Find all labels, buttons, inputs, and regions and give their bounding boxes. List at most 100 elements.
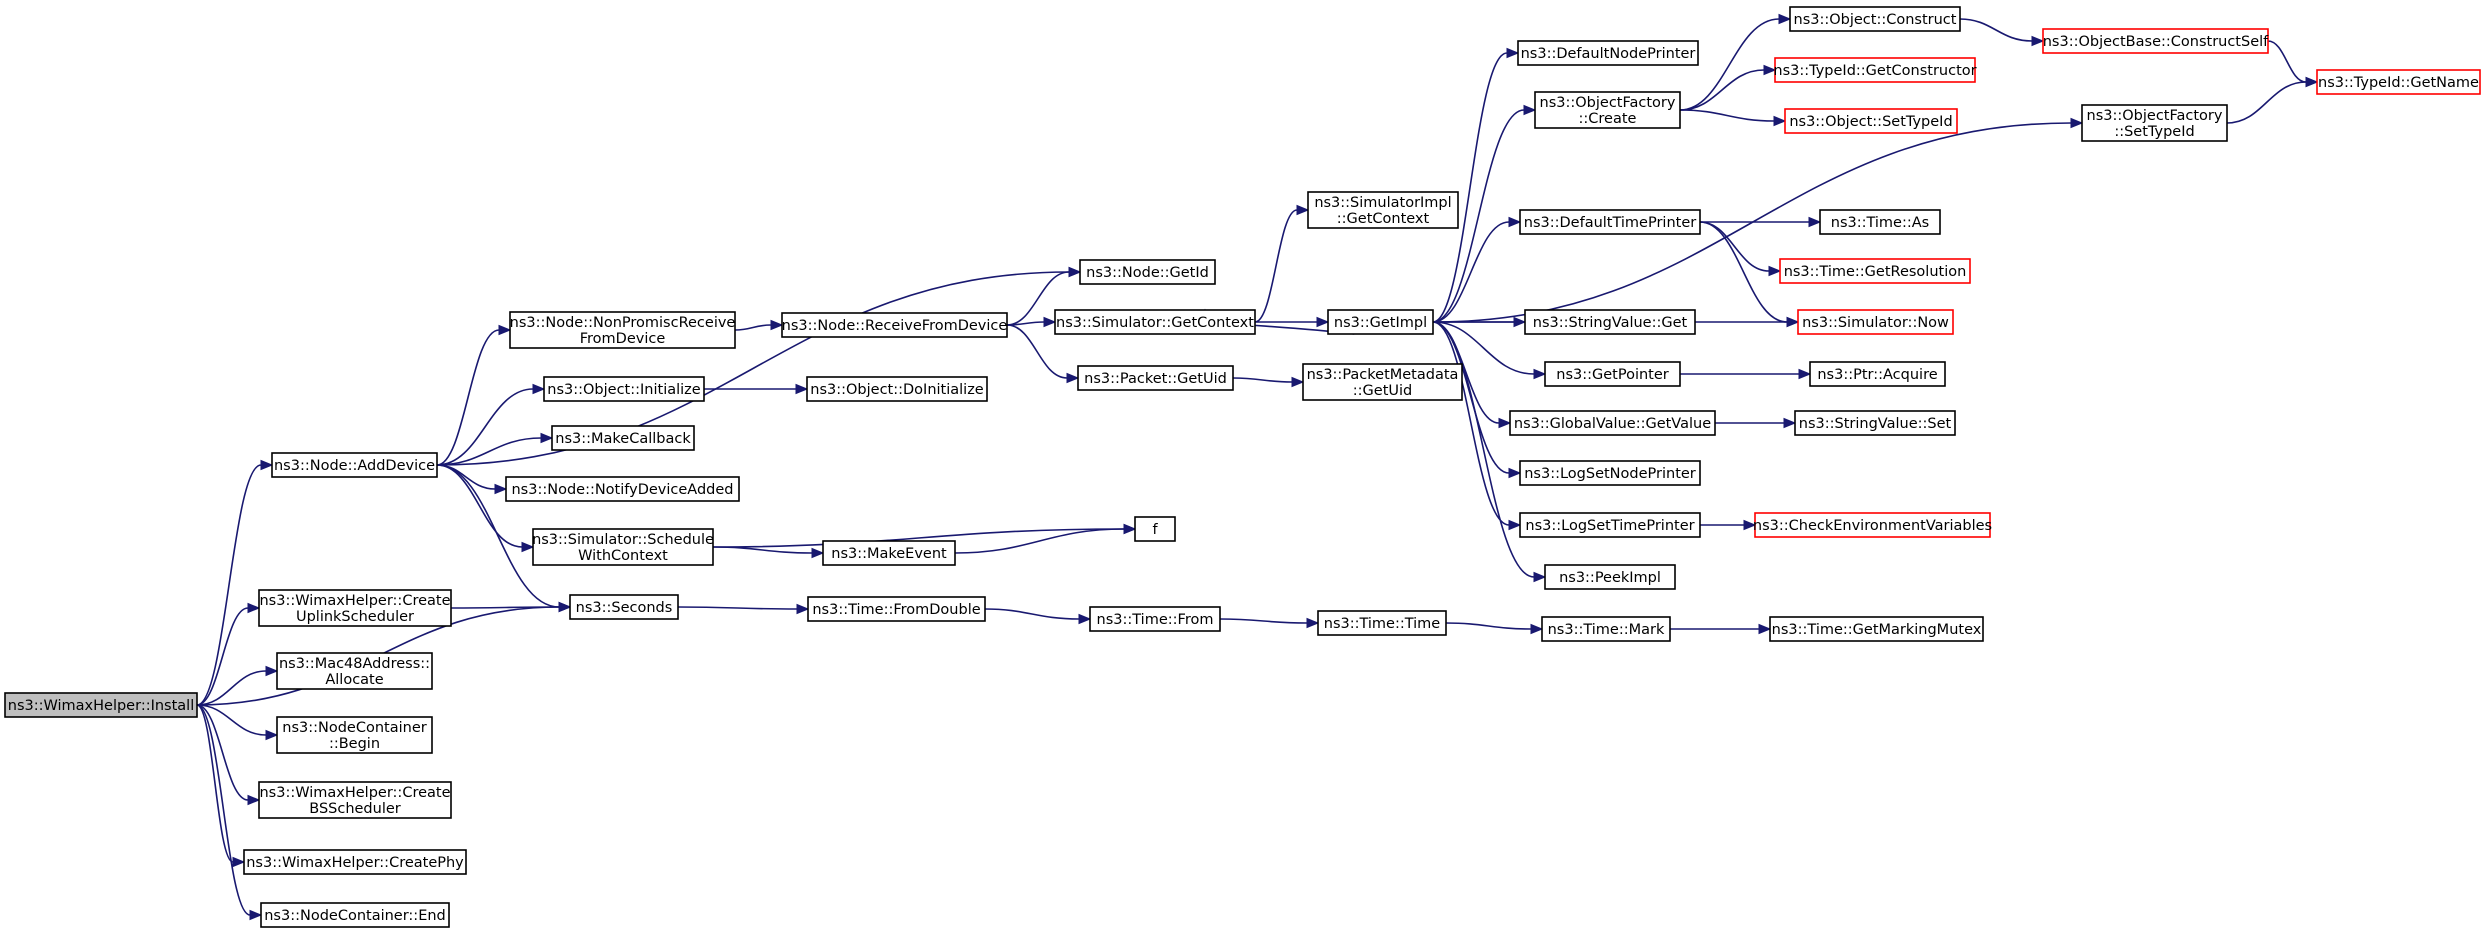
node-timegetres[interactable]: ns3::Time::GetResolution xyxy=(1779,258,1971,284)
edge-objfactcreate-to-objconstruct xyxy=(1679,18,1780,111)
node-mac48[interactable]: ns3::Mac48Address::Allocate xyxy=(276,652,433,690)
node-label: ns3::Object::Construct xyxy=(1794,12,1957,28)
node-simgetctx[interactable]: ns3::Simulator::GetContext xyxy=(1054,309,1256,335)
node-label: ns3::GetImpl xyxy=(1334,315,1427,331)
node-getid[interactable]: ns3::Node::GetId xyxy=(1079,259,1216,285)
edges-layer xyxy=(196,13,2319,921)
node-recvfromdev[interactable]: ns3::Node::ReceiveFromDevice xyxy=(781,312,1008,338)
node-objfactsettypeid[interactable]: ns3::ObjectFactory::SetTypeId xyxy=(2081,104,2228,142)
node-pktgetuid[interactable]: ns3::Packet::GetUid xyxy=(1077,365,1234,391)
edge-arrowhead xyxy=(1316,316,1330,328)
node-peekimpl[interactable]: ns3::PeekImpl xyxy=(1544,564,1676,590)
node-objsettypeid[interactable]: ns3::Object::SetTypeId xyxy=(1784,108,1958,134)
node-install[interactable]: ns3::WimaxHelper::Install xyxy=(4,692,198,718)
edge-arrowhead xyxy=(1808,216,1822,228)
node-ncbegin[interactable]: ns3::NodeContainer::Begin xyxy=(276,716,433,754)
node-makeevent[interactable]: ns3::MakeEvent xyxy=(822,540,956,566)
node-ptracquire[interactable]: ns3::Ptr::Acquire xyxy=(1809,361,1946,387)
node-box xyxy=(243,849,467,875)
node-objfactcreate[interactable]: ns3::ObjectFactory::Create xyxy=(1534,91,1681,129)
node-label: ns3::DefaultNodePrinter xyxy=(1521,46,1696,62)
node-label: ns3::Packet::GetUid xyxy=(1084,371,1227,387)
edge-arrowhead xyxy=(498,324,512,336)
node-globalgetvalue[interactable]: ns3::GlobalValue::GetValue xyxy=(1509,410,1716,436)
node-objbaseconstructself[interactable]: ns3::ObjectBase::ConstructSelf xyxy=(2042,28,2269,54)
node-f[interactable]: f xyxy=(1134,516,1176,542)
node-box xyxy=(1819,209,1941,235)
edge-adddevice-to-schedctx xyxy=(436,464,523,548)
edge-arrowhead xyxy=(532,383,546,395)
node-doinit[interactable]: ns3::Object::DoInitialize xyxy=(806,376,988,402)
edge-schedctx-to-f xyxy=(712,528,1125,548)
node-label: ns3::Simulator::Now xyxy=(1802,315,1949,331)
edge-adddevice-to-nonpromisc xyxy=(436,329,500,466)
node-fromdouble[interactable]: ns3::Time::FromDouble xyxy=(807,596,986,622)
node-timemark[interactable]: ns3::Time::Mark xyxy=(1541,616,1671,642)
node-getimpl[interactable]: ns3::GetImpl xyxy=(1327,309,1434,335)
edge-install-to-createbs xyxy=(196,704,249,801)
node-label: ns3::Object::Initialize xyxy=(547,382,700,398)
node-label: WithContext xyxy=(578,548,668,564)
node-simimplgetctx[interactable]: ns3::SimulatorImpl::GetContext xyxy=(1307,191,1459,229)
node-box xyxy=(258,589,452,627)
node-logsettime[interactable]: ns3::LogSetTimePrinter xyxy=(1519,512,1701,538)
node-strvalset[interactable]: ns3::StringValue::Set xyxy=(1794,410,1956,436)
node-timetime[interactable]: ns3::Time::Time xyxy=(1317,610,1447,636)
node-ncend[interactable]: ns3::NodeContainer::End xyxy=(260,902,450,928)
node-label: ns3::GetPointer xyxy=(1556,367,1669,383)
node-timefrom[interactable]: ns3::Time::From xyxy=(1089,606,1221,632)
node-box xyxy=(781,312,1008,338)
node-seconds[interactable]: ns3::Seconds xyxy=(569,594,679,620)
edge-arrowhead xyxy=(232,856,246,868)
node-box xyxy=(1327,309,1434,335)
node-objinit[interactable]: ns3::Object::Initialize xyxy=(543,376,705,402)
node-adddevice[interactable]: ns3::Node::AddDevice xyxy=(271,452,438,478)
node-box xyxy=(505,476,740,502)
edge-recvfromdev-to-getid xyxy=(1006,271,1070,326)
edge-arrowhead xyxy=(247,794,261,806)
edge-arrowhead xyxy=(247,602,261,614)
node-checkenv[interactable]: ns3::CheckEnvironmentVariables xyxy=(1753,512,1992,538)
edge-timefrom-to-timetime xyxy=(1219,618,1308,624)
node-defnodeprinter[interactable]: ns3::DefaultNodePrinter xyxy=(1517,40,1699,66)
node-label: ns3::Node::GetId xyxy=(1086,265,1209,281)
node-label: ns3::Time::From xyxy=(1097,612,1214,628)
node-box xyxy=(271,452,438,478)
node-box xyxy=(807,596,986,622)
node-notifydev[interactable]: ns3::Node::NotifyDeviceAdded xyxy=(505,476,740,502)
edge-deftimeprinter-to-simnow xyxy=(1699,221,1788,323)
edge-install-to-createphy xyxy=(196,704,234,863)
node-simnow[interactable]: ns3::Simulator::Now xyxy=(1797,309,1954,335)
edge-getimpl-to-globalgetvalue xyxy=(1432,321,1500,424)
node-label: ::Create xyxy=(1579,111,1637,127)
edge-makeevent-to-f xyxy=(954,528,1125,554)
node-label: ns3::WimaxHelper::CreatePhy xyxy=(246,855,464,871)
node-logsetnode[interactable]: ns3::LogSetNodePrinter xyxy=(1519,460,1701,486)
node-markingmutex[interactable]: ns3::Time::GetMarkingMutex xyxy=(1769,616,1984,642)
node-box xyxy=(509,311,736,349)
node-label: ns3::Simulator::Schedule xyxy=(532,532,714,548)
edge-arrowhead xyxy=(1123,523,1137,535)
node-label: UplinkScheduler xyxy=(296,609,414,625)
node-label: ns3::Object::DoInitialize xyxy=(810,382,984,398)
node-typeidgetctor[interactable]: ns3::TypeId::GetConstructor xyxy=(1773,57,1977,83)
node-pktmetagetuid[interactable]: ns3::PacketMetadata::GetUid xyxy=(1302,363,1463,401)
node-deftimeprinter[interactable]: ns3::DefaultTimePrinter xyxy=(1519,209,1701,235)
node-box xyxy=(1544,361,1681,387)
node-makecallback[interactable]: ns3::MakeCallback xyxy=(551,425,695,451)
node-label: ns3::PeekImpl xyxy=(1559,570,1661,586)
node-getpointer[interactable]: ns3::GetPointer xyxy=(1544,361,1681,387)
node-objconstruct[interactable]: ns3::Object::Construct xyxy=(1789,6,1961,32)
node-createphy[interactable]: ns3::WimaxHelper::CreatePhy xyxy=(243,849,467,875)
node-typeidgetname[interactable]: ns3::TypeId::GetName xyxy=(2316,69,2481,95)
node-box xyxy=(1544,564,1676,590)
node-timeas[interactable]: ns3::Time::As xyxy=(1819,209,1941,235)
node-box xyxy=(1774,57,1976,83)
edge-arrowhead xyxy=(1743,519,1757,531)
node-box xyxy=(276,716,433,754)
node-strvalget[interactable]: ns3::StringValue::Get xyxy=(1524,309,1696,335)
